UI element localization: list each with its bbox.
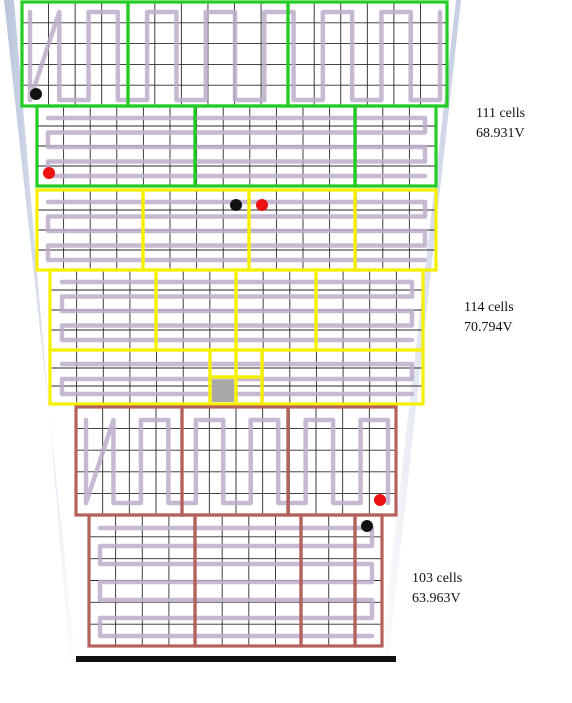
junction-box <box>212 380 234 402</box>
negative-terminal-marker <box>361 520 373 532</box>
yellow-module <box>260 348 425 406</box>
green-section-label: 111 cells 68.931V <box>476 104 525 144</box>
wiring-path <box>45 115 428 179</box>
positive-terminal-marker <box>256 199 268 211</box>
hull-bottom-edge <box>76 656 396 662</box>
wiring-path <box>27 9 443 103</box>
green-module <box>353 104 438 188</box>
brown-module <box>353 513 384 648</box>
wiring-path <box>45 199 428 263</box>
hull-left-edge <box>4 0 76 660</box>
negative-terminal-marker <box>30 88 42 100</box>
brown-cell-count: 103 cells <box>412 571 463 586</box>
wiring-path <box>97 525 375 639</box>
yellow-voltage: 70.794V <box>464 320 513 335</box>
terminal-marker-layer <box>30 88 386 532</box>
brown-section-label: 103 cells 63.963V <box>412 569 462 609</box>
brown-voltage: 63.963V <box>412 591 461 606</box>
negative-terminal-marker <box>230 199 242 211</box>
module-layer <box>20 0 449 648</box>
yellow-cell-count: 114 cells <box>464 300 514 315</box>
positive-terminal-marker <box>43 167 55 179</box>
wiring-path <box>83 417 391 506</box>
green-cell-count: 111 cells <box>476 106 526 121</box>
green-voltage: 68.931V <box>476 126 525 141</box>
positive-terminal-marker <box>374 494 386 506</box>
cell-grid-row <box>75 406 397 516</box>
yellow-section-label: 114 cells 70.794V <box>464 298 514 338</box>
